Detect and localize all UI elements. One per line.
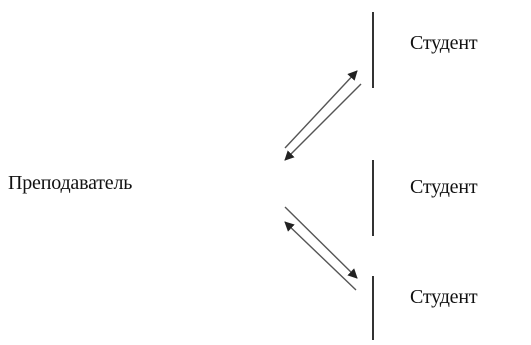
- student-2-label: Студент: [410, 176, 478, 198]
- arrow-to-teacher-upper: [284, 83, 362, 161]
- arrow-to-teacher-lower: [284, 221, 357, 291]
- student-1-label: Студент: [410, 32, 478, 54]
- connection-teacher-student-1: [284, 70, 362, 161]
- arrow-to-student-1: [284, 70, 358, 149]
- student-3-label: Студент: [410, 286, 478, 308]
- teacher-label: Преподаватель: [8, 172, 133, 194]
- arrow-to-student-3: [284, 206, 358, 279]
- connection-teacher-student-3: [284, 206, 358, 291]
